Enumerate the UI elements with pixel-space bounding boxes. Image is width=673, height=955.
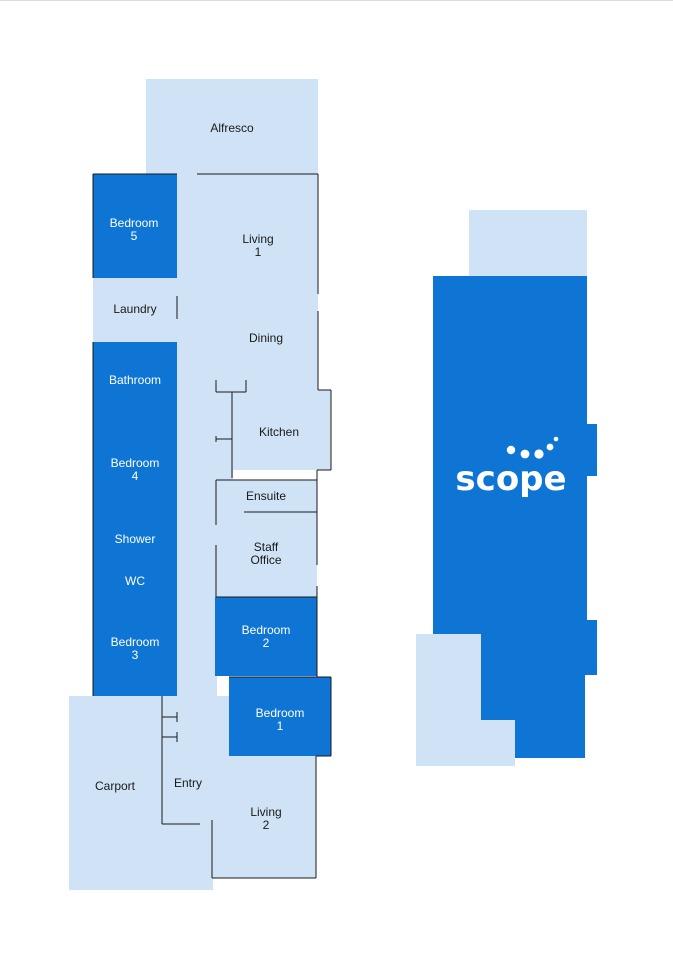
alfresco-area [146,79,318,174]
kitchen-area [232,390,331,470]
staff-office-area [215,512,317,597]
scope-logo: scope [455,459,566,499]
ensuite-area [215,480,317,512]
dining-area [177,308,318,390]
ensuite-label: Ensuite [246,489,286,503]
bedroom3-area [93,596,177,696]
kitchen-label: Kitchen [259,425,299,439]
laundry-label: Laundry [113,302,156,316]
entry-label: Entry [174,776,202,790]
key-plan-carport [416,634,515,766]
living1-area [177,174,318,310]
bedroom4-area [93,418,177,514]
bathroom-area [93,342,177,418]
bedroom5-area [93,174,177,278]
alfresco-label: Alfresco [210,121,254,135]
laundry-area [93,278,177,342]
carport-area [69,696,213,890]
walls [92,173,332,879]
room-fills [69,79,331,890]
wc-area [93,566,177,596]
bathroom-label: Bathroom [109,373,161,387]
dots-arc-icon [506,436,559,459]
carport-label: Carport [95,779,136,793]
wc-label: WC [125,574,145,588]
kitchen-side-area [217,390,233,480]
living2-area [212,756,316,878]
top-divider [0,0,673,1]
key-plan: scope [416,210,597,766]
shower-area [93,514,177,566]
bedroom2-area [215,597,317,676]
key-plan-building [433,276,597,758]
key-plan-alfresco [469,210,587,276]
shower-label: Shower [115,532,156,546]
dining-label: Dining [249,331,283,345]
bedroom1-area [229,677,331,756]
